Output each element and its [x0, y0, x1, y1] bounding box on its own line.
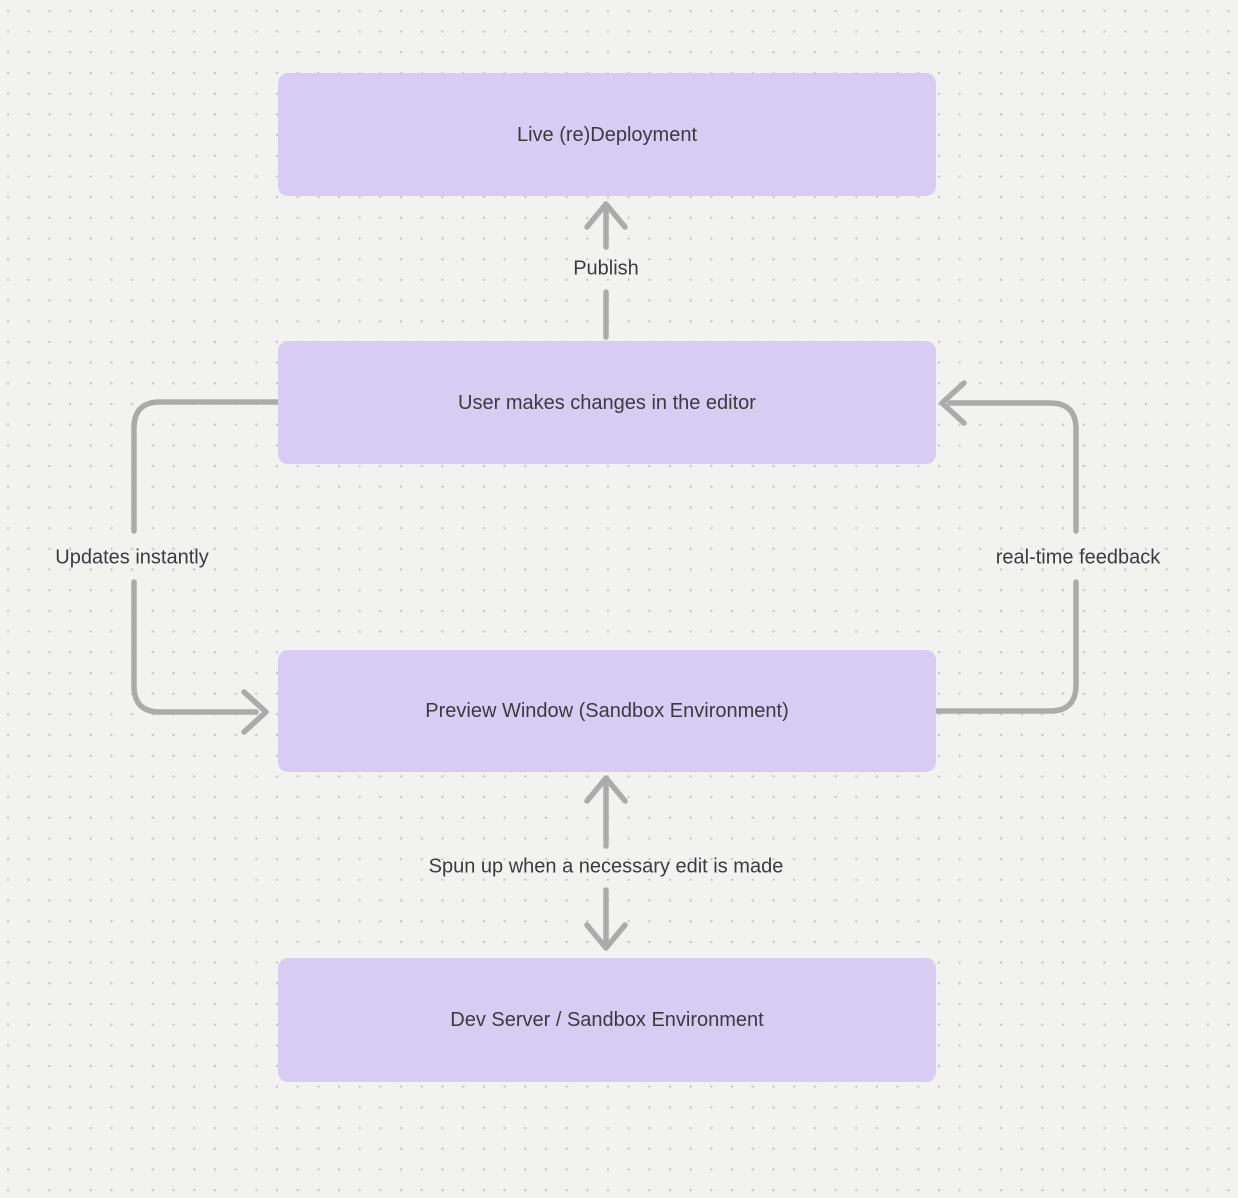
- node-user-editor[interactable]: User makes changes in the editor: [278, 341, 936, 464]
- arrowhead-right-icon: [241, 689, 269, 735]
- edge-label-real-time-feedback: real-time feedback: [995, 546, 1161, 569]
- edge-real-time-feedback-arrow[interactable]: [933, 380, 1079, 714]
- node-label: Dev Server / Sandbox Environment: [450, 1009, 764, 1031]
- node-dev-server[interactable]: Dev Server / Sandbox Environment: [278, 958, 936, 1082]
- arrowhead-left-icon: [939, 380, 967, 426]
- node-preview-window[interactable]: Preview Window (Sandbox Environment): [278, 650, 936, 772]
- edge-line: [933, 579, 1079, 714]
- node-live-deployment[interactable]: Live (re)Deployment: [278, 73, 936, 196]
- edge-label-publish: Publish: [573, 257, 639, 280]
- edge-line: [131, 399, 281, 534]
- arrowhead-up-icon: [584, 775, 628, 804]
- edge-publish-arrow[interactable]: [584, 201, 628, 340]
- node-label: User makes changes in the editor: [458, 391, 756, 414]
- edge-line: [131, 579, 259, 715]
- edge-spun-up-arrow[interactable]: [584, 775, 628, 951]
- edge-line: [947, 400, 1079, 534]
- edge-label-updates-instantly: Updates instantly: [55, 546, 209, 569]
- arrowhead-up-icon: [584, 201, 628, 230]
- node-label: Live (re)Deployment: [516, 123, 698, 146]
- arrowhead-down-icon: [584, 922, 628, 951]
- edge-label-spun-up: Spun up when a necessary edit is made: [428, 855, 784, 878]
- node-label: Preview Window (Sandbox Environment): [425, 700, 789, 722]
- edge-updates-instantly-arrow[interactable]: [131, 399, 281, 735]
